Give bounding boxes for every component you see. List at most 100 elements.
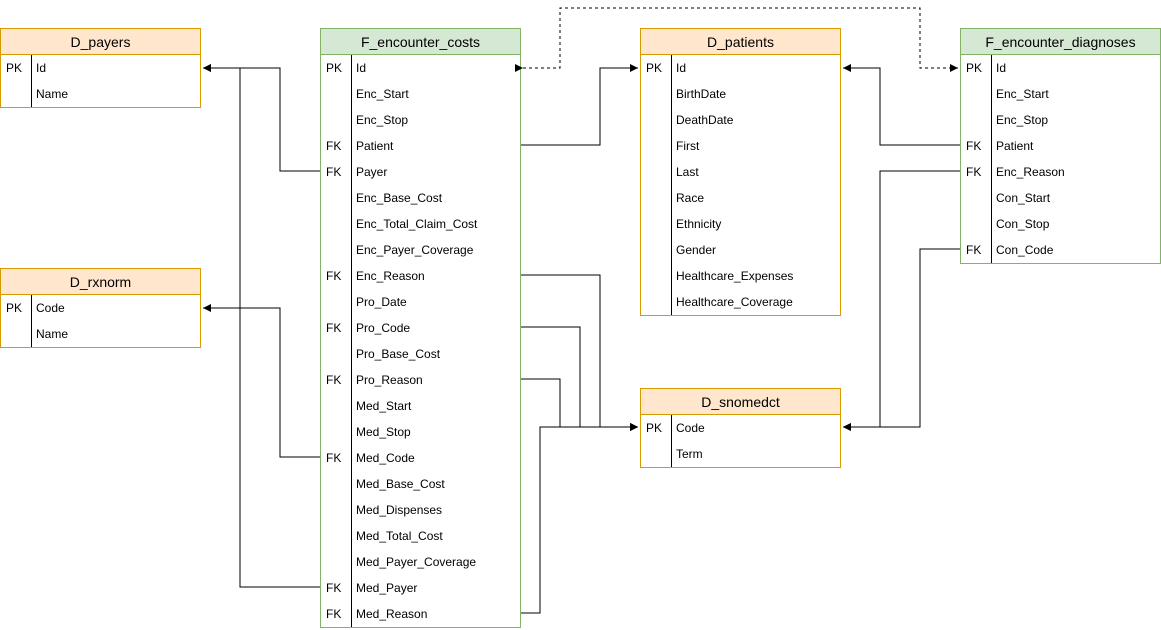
column-name: Enc_Payer_Coverage bbox=[356, 243, 474, 257]
key-marker: PK bbox=[326, 61, 343, 75]
column-name: Ethnicity bbox=[676, 217, 722, 231]
table-title: D_snomedct bbox=[641, 389, 840, 415]
table-row[interactable]: Race bbox=[641, 185, 840, 211]
table-row[interactable]: Last bbox=[641, 159, 840, 185]
column-name: Healthcare_Coverage bbox=[676, 295, 793, 309]
column-name: Med_Stop bbox=[356, 425, 411, 439]
table-row[interactable]: First bbox=[641, 133, 840, 159]
column-name: Healthcare_Expenses bbox=[676, 269, 794, 283]
table-row[interactable]: FK Pro_Code bbox=[321, 315, 520, 341]
table-row[interactable]: Name bbox=[1, 81, 200, 107]
table-row[interactable]: Healthcare_Expenses bbox=[641, 263, 840, 289]
table-row[interactable]: Med_Payer_Coverage bbox=[321, 549, 520, 575]
column-name: Med_Payer_Coverage bbox=[356, 555, 477, 569]
key-marker: PK bbox=[6, 301, 23, 315]
table-row[interactable]: Healthcare_Coverage bbox=[641, 289, 840, 315]
key-marker: FK bbox=[326, 451, 342, 465]
table-row[interactable]: Enc_Total_Claim_Cost bbox=[321, 211, 520, 237]
table-row[interactable]: Term bbox=[641, 441, 840, 467]
table-row[interactable]: Med_Total_Cost bbox=[321, 523, 520, 549]
key-column-divider bbox=[351, 55, 352, 627]
table-row[interactable]: FK Patient bbox=[961, 133, 1160, 159]
column-name: Race bbox=[676, 191, 705, 205]
table-row[interactable]: Con_Stop bbox=[961, 211, 1160, 237]
table-row[interactable]: PK Id bbox=[1, 55, 200, 81]
column-name: Name bbox=[36, 327, 69, 341]
column-name: Id bbox=[36, 61, 47, 75]
table-row[interactable]: Med_Dispenses bbox=[321, 497, 520, 523]
key-marker: FK bbox=[966, 243, 982, 257]
table-row[interactable]: Enc_Stop bbox=[961, 107, 1160, 133]
link-pro-reason-to-snomedct bbox=[521, 378, 638, 431]
table-row[interactable]: Enc_Stop bbox=[321, 107, 520, 133]
table-row[interactable]: Enc_Payer_Coverage bbox=[321, 237, 520, 263]
key-column-divider bbox=[31, 295, 32, 347]
table-row[interactable]: Pro_Base_Cost bbox=[321, 341, 520, 367]
key-marker: PK bbox=[6, 61, 23, 75]
column-name: First bbox=[676, 139, 700, 153]
table-row[interactable]: Ethnicity bbox=[641, 211, 840, 237]
table-row[interactable]: Pro_Date bbox=[321, 289, 520, 315]
column-name: Med_Start bbox=[356, 399, 412, 413]
table-row[interactable]: Con_Start bbox=[961, 185, 1160, 211]
column-name: BirthDate bbox=[676, 87, 727, 101]
column-name: Code bbox=[676, 421, 705, 435]
table-row[interactable]: Med_Stop bbox=[321, 419, 520, 445]
table-row[interactable]: BirthDate bbox=[641, 81, 840, 107]
column-name: Patient bbox=[996, 139, 1034, 153]
link-med-payer-to-payers bbox=[203, 64, 320, 588]
column-name: Pro_Base_Cost bbox=[356, 347, 441, 361]
table-row[interactable]: DeathDate bbox=[641, 107, 840, 133]
column-name: Pro_Code bbox=[356, 321, 411, 335]
table-row[interactable]: Gender bbox=[641, 237, 840, 263]
column-name: Term bbox=[676, 447, 703, 461]
key-marker: FK bbox=[326, 581, 342, 595]
column-name: Con_Stop bbox=[996, 217, 1050, 231]
table-row[interactable]: Enc_Base_Cost bbox=[321, 185, 520, 211]
table-row[interactable]: Enc_Start bbox=[961, 81, 1160, 107]
table-row[interactable]: Med_Base_Cost bbox=[321, 471, 520, 497]
column-name: Gender bbox=[676, 243, 717, 257]
key-marker: FK bbox=[326, 165, 342, 179]
table-row[interactable]: Enc_Start bbox=[321, 81, 520, 107]
column-name: Med_Total_Cost bbox=[356, 529, 443, 543]
key-marker: PK bbox=[966, 61, 983, 75]
column-name: Enc_Total_Claim_Cost bbox=[356, 217, 478, 231]
table-row[interactable]: Name bbox=[1, 321, 200, 347]
key-marker: FK bbox=[966, 139, 982, 153]
column-name: DeathDate bbox=[676, 113, 734, 127]
table-title: F_encounter_costs bbox=[321, 29, 520, 55]
table-title: D_patients bbox=[641, 29, 840, 55]
link-med-code-to-rxnorm bbox=[203, 304, 320, 458]
key-marker: FK bbox=[326, 373, 342, 387]
key-marker: FK bbox=[326, 607, 342, 621]
key-marker: FK bbox=[326, 321, 342, 335]
key-marker: FK bbox=[326, 269, 342, 283]
key-marker: PK bbox=[646, 61, 663, 75]
table-row[interactable]: Med_Start bbox=[321, 393, 520, 419]
table-title: D_rxnorm bbox=[1, 269, 200, 295]
